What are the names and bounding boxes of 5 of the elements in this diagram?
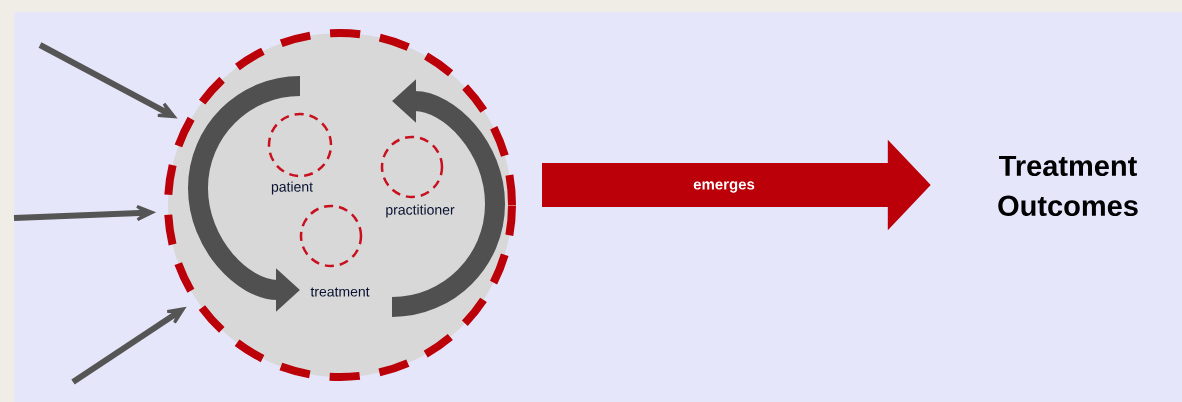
circle-label: practitioner [386, 204, 455, 218]
edge-label: emerges [693, 181, 755, 193]
circle-label: patient [271, 181, 313, 195]
outcome-text: Treatment Outcomes [998, 155, 1138, 217]
circle-label: treatment [310, 287, 370, 297]
